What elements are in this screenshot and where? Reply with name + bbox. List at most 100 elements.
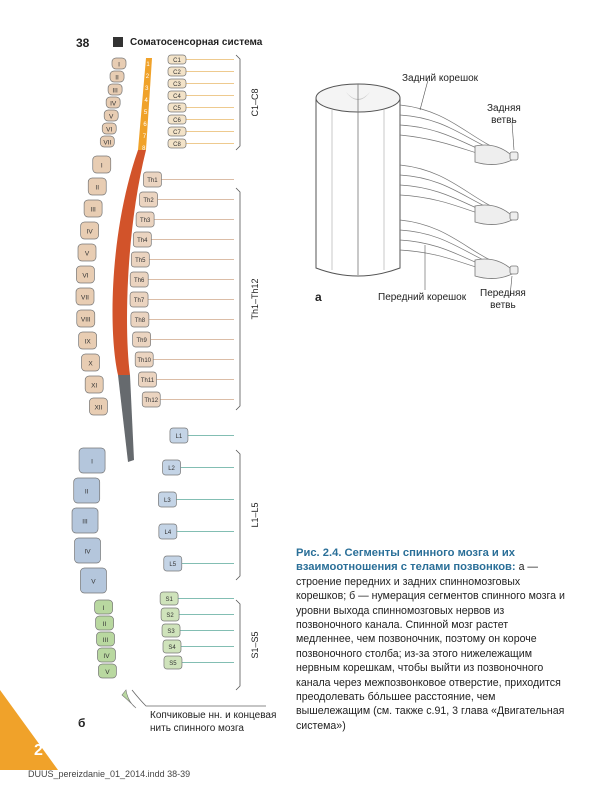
cervical-vertebra-label: VI — [106, 127, 112, 134]
lumbar-segment-box — [158, 523, 178, 540]
cervical-cord-number: 8 — [142, 146, 146, 152]
thoracic-vertebra-label: X — [88, 361, 93, 368]
cervical-segment-label: C4 — [173, 94, 181, 100]
cervical-vertebra — [111, 57, 127, 70]
lumbar-bracket-label: L1–L5 — [250, 502, 260, 527]
cervical-vertebra-label: II — [115, 75, 119, 82]
lumbar-vertebra — [71, 507, 99, 534]
lumbar-vertebra — [74, 537, 101, 564]
thoracic-segment-box — [138, 371, 157, 388]
thoracic-segment-box — [143, 171, 162, 188]
caption-body: а — строение передних и задних спинномоз… — [296, 561, 565, 732]
thoracic-vertebra — [84, 375, 104, 394]
cervical-segment-box — [167, 54, 187, 65]
label-leaders — [419, 79, 515, 297]
page-corner-number: 2 — [34, 742, 43, 759]
cervical-vertebra-label: III — [112, 88, 118, 95]
thoracic-vertebra-label: I — [101, 163, 103, 170]
cervical-vertebra-label: I — [118, 62, 120, 69]
cervical-segment-label: C3 — [173, 82, 181, 88]
lumbar-vertebra-label: I — [91, 459, 93, 466]
cervical-cord-number: 5 — [144, 110, 148, 116]
lumbar-cord-segment — [118, 375, 134, 462]
sacral-segment-label: S1 — [165, 597, 173, 603]
thoracic-segment-label: Th11 — [141, 378, 155, 384]
figure-b-spine: IIIIIIIVVVIVIIIIIIIIIVVVIVIIVIIIIXXXIXII… — [71, 54, 266, 709]
cervical-vertebra-label: IV — [110, 101, 117, 108]
sacral-bracket-label: S1–S5 — [250, 631, 260, 658]
thoracic-segment-box — [132, 331, 151, 348]
sacral-vertebra-label: II — [103, 621, 107, 628]
cervical-segment-box — [167, 78, 187, 89]
lumbar-vertebra — [73, 477, 101, 504]
lumbar-segment-label: L1 — [176, 434, 183, 440]
thoracic-vertebra — [89, 397, 108, 416]
lumbar-segment-label: L2 — [168, 466, 175, 472]
thoracic-segment-box — [130, 251, 150, 268]
thoracic-vertebra-label: XI — [91, 383, 97, 390]
file-info: DUUS_pereizdanie_01_2014.indd 38-39 — [28, 769, 191, 779]
cervical-segment-box — [167, 114, 187, 125]
thoracic-vertebra — [80, 221, 99, 240]
thoracic-vertebra — [83, 199, 103, 218]
thoracic-segment-label: Th5 — [135, 258, 146, 264]
sacral-vertebra-label: V — [105, 669, 110, 676]
thoracic-bracket-label: Th1–Th12 — [250, 278, 260, 319]
cervical-segment-box — [167, 66, 187, 77]
cervical-cord-segment — [138, 58, 152, 150]
sacral-vertebra-label: I — [103, 605, 105, 612]
cervical-segment-label: C7 — [173, 130, 181, 136]
thoracic-segment-label: Th1 — [147, 178, 158, 184]
thoracic-vertebra-label: VI — [82, 273, 88, 280]
thoracic-vertebra — [81, 353, 100, 372]
lumbar-vertebra — [78, 447, 106, 474]
cervical-bracket-label: C1–C8 — [250, 88, 260, 116]
thoracic-vertebra-label: VII — [81, 295, 89, 302]
thoracic-vertebra — [76, 265, 95, 284]
sacral-segment-label: S5 — [169, 661, 177, 667]
page-corner-tab — [0, 690, 58, 770]
sacral-vertebra — [98, 663, 117, 679]
cervical-vertebra — [105, 96, 121, 109]
figure-caption: Рис. 2.4. Сегменты спинного мозга и их в… — [296, 546, 566, 733]
thoracic-segment-box — [129, 271, 149, 288]
cervical-vertebra — [103, 109, 119, 122]
cervical-segment-label: C2 — [173, 70, 181, 76]
filum-terminale — [131, 689, 266, 707]
lumbar-vertebra-label: III — [82, 519, 88, 526]
lumbar-segment-box — [163, 555, 183, 572]
thoracic-segment-label: Th6 — [134, 278, 145, 284]
sacral-segment-box — [161, 623, 181, 638]
cervical-cord-number: 6 — [143, 122, 147, 128]
thoracic-vertebra — [92, 155, 112, 174]
sacral-vertebra — [94, 599, 113, 615]
lumbar-vertebra-label: V — [91, 579, 96, 586]
thoracic-bracket — [235, 187, 241, 411]
thoracic-segment-box — [139, 191, 158, 208]
sacral-vertebra — [96, 631, 115, 647]
cervical-segment-label: C5 — [173, 106, 181, 112]
cervical-segment-label: C1 — [173, 58, 181, 64]
caption-title: Рис. 2.4. Сегменты спинного мозга и их в… — [296, 547, 516, 574]
cervical-vertebra — [109, 70, 125, 83]
cervical-vertebra — [107, 83, 123, 96]
cervical-cord-number: 4 — [145, 98, 149, 104]
thoracic-segment-label: Th2 — [143, 198, 154, 204]
sacral-vertebra — [95, 615, 114, 631]
sacral-segment-label: S4 — [168, 645, 176, 651]
page-number: 38 — [76, 36, 90, 50]
cervical-bracket — [235, 54, 241, 151]
figure-b-label: б — [78, 716, 86, 730]
sacral-vertebra — [97, 647, 116, 663]
thoracic-segment-label: Th4 — [137, 238, 148, 244]
lumbar-segment-box — [158, 491, 177, 508]
cervical-cord-number: 7 — [143, 134, 147, 140]
sacral-vertebra-label: IV — [103, 653, 110, 660]
thoracic-vertebra — [77, 243, 97, 262]
dorsal-root-label: Задний корешок — [402, 73, 479, 84]
lumbar-segment-label: L4 — [165, 530, 172, 536]
cervical-vertebra — [101, 122, 117, 135]
cervical-segment-label: C8 — [173, 142, 181, 148]
